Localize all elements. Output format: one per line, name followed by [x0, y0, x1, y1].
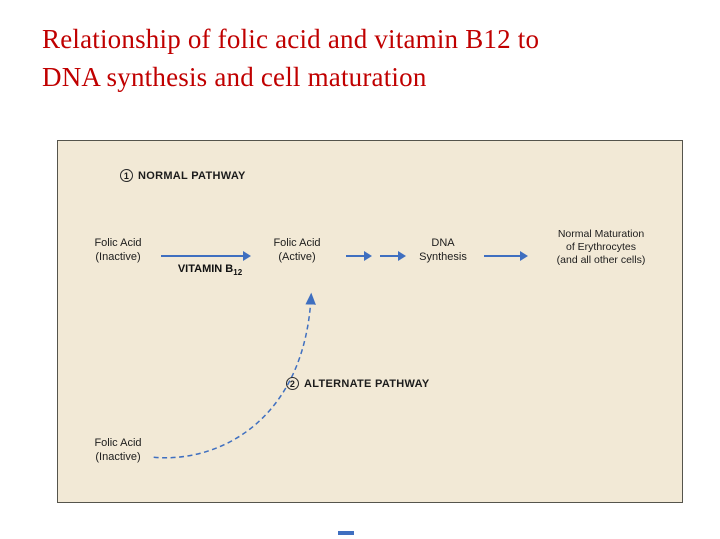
- arrow-active-to-dna-1: [346, 250, 372, 261]
- node-line: Normal Maturation: [557, 228, 645, 240]
- arrow-active-to-dna-2: [380, 250, 406, 261]
- node-line: of Erythrocytes: [565, 241, 637, 253]
- arrow-dna-to-maturation: [484, 250, 528, 261]
- vitamin-b12-text: VITAMIN B: [177, 263, 234, 275]
- node-folic-acid-inactive-top: Folic Acid (Inactive): [73, 237, 163, 264]
- node-normal-maturation: Normal Maturation of Erythrocytes (and a…: [530, 228, 672, 267]
- slide-title-line1: Relationship of folic acid and vitamin B…: [42, 24, 540, 54]
- alternate-pathway-label: ALTERNATE PATHWAY: [304, 377, 430, 390]
- normal-pathway-label: NORMAL PATHWAY: [138, 169, 246, 182]
- node-folic-acid-inactive-bottom: Folic Acid (Inactive): [73, 437, 163, 464]
- node-folic-acid-active: Folic Acid (Active): [252, 237, 342, 264]
- node-line: Synthesis: [419, 250, 467, 263]
- slide-title-line2: DNA synthesis and cell maturation: [42, 62, 427, 92]
- node-line: Folic Acid: [94, 437, 142, 449]
- dashed-curve-path: [153, 292, 316, 459]
- node-line: (Active): [278, 250, 316, 263]
- node-line: Folic Acid: [273, 237, 321, 249]
- vitamin-b12-arrow: [161, 250, 251, 261]
- footer-accent-bar: [338, 531, 354, 535]
- node-line: (Inactive): [95, 450, 141, 463]
- node-line: Folic Acid: [94, 237, 142, 249]
- node-line: (Inactive): [95, 250, 141, 263]
- node-line: DNA: [431, 237, 455, 249]
- alternate-pathway-label-group: 2 ALTERNATE PATHWAY: [286, 377, 430, 390]
- node-dna-synthesis: DNA Synthesis: [403, 237, 483, 264]
- circled-2-icon: 2: [286, 377, 299, 390]
- diagram-panel: 1 NORMAL PATHWAY Folic Acid (Inactive) V…: [57, 140, 683, 503]
- normal-pathway-label-group: 1 NORMAL PATHWAY: [120, 169, 246, 182]
- slide-title: Relationship of folic acid and vitamin B…: [42, 20, 539, 96]
- circled-1-icon: 1: [120, 169, 133, 182]
- node-line: (and all other cells): [556, 254, 646, 266]
- vitamin-b12-label: VITAMIN B12: [164, 263, 256, 277]
- vitamin-b12-subscript: 12: [233, 268, 243, 278]
